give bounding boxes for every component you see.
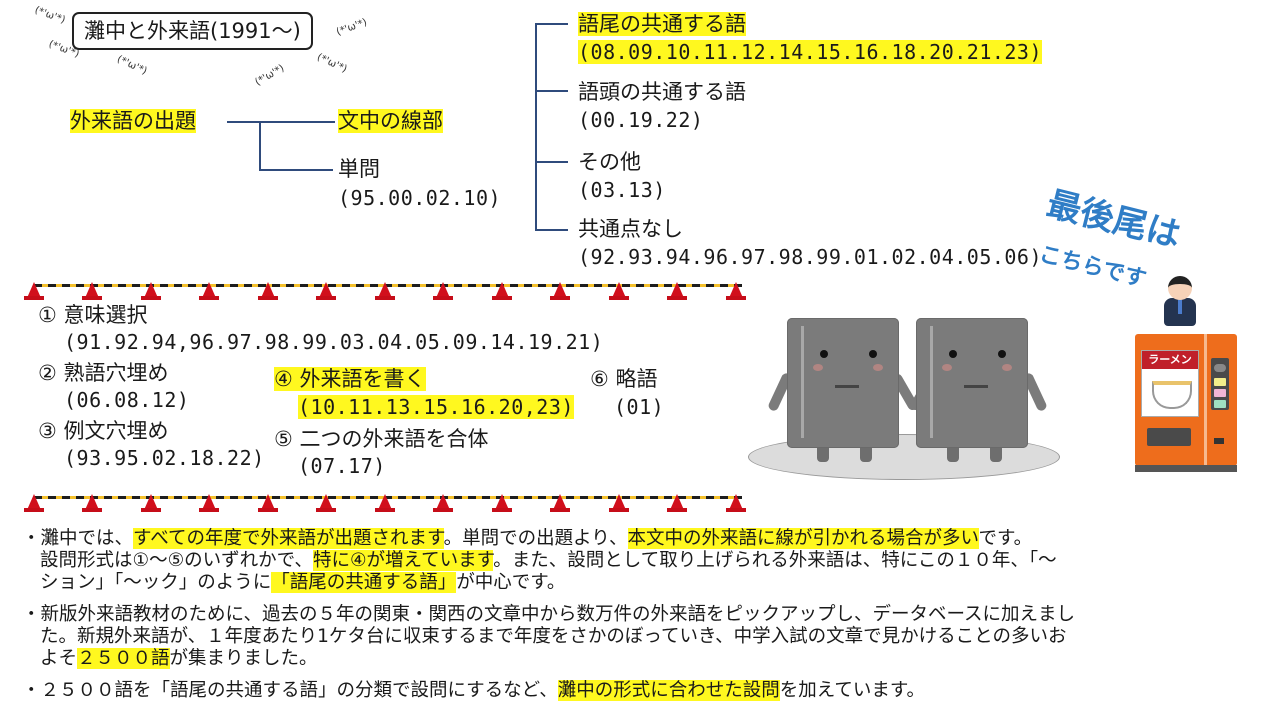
question-type-4: ④ 外来語を書く	[274, 367, 426, 391]
highlight: 本文中の外来語に線が引かれる場合が多い	[627, 528, 979, 549]
tree-connector	[227, 121, 335, 123]
category-suffix-years: (08.09.10.11.12.14.15.16.18.20.21.23)	[578, 40, 1043, 64]
category-other: その他	[578, 150, 641, 174]
cone-icon	[375, 282, 395, 300]
cone-icon	[550, 282, 570, 300]
highlight: すべての年度で外来語が出題されます	[133, 528, 444, 549]
kaomoji-decoration: (*'ω'*)	[33, 4, 67, 27]
cone-icon	[726, 494, 746, 512]
tree-branch-years: (95.00.02.10)	[338, 186, 502, 210]
cone-icon	[258, 282, 278, 300]
cone-icon	[316, 282, 336, 300]
tree-connector	[535, 90, 568, 92]
cone-icon	[24, 282, 44, 300]
coin-return	[1214, 438, 1224, 444]
vending-sign: ラーメン	[1142, 351, 1198, 369]
vending-panel: ラーメン	[1141, 350, 1199, 417]
cone-icon	[141, 494, 161, 512]
question-type-6: ⑥ 略語	[590, 367, 658, 391]
question-type-6-years: (01)	[614, 395, 665, 419]
highlight: ２５００語	[77, 648, 170, 669]
cone-icon	[24, 494, 44, 512]
highlight: 特に④が増えています	[312, 550, 494, 571]
note-paragraph-3: ・２５００語を「語尾の共通する語」の分類で設問にするなど、灘中の形式に合わせた設…	[22, 680, 926, 701]
vending-slot	[1147, 428, 1191, 446]
cone-divider-top	[24, 276, 748, 302]
ramen-bowl-icon	[1152, 381, 1192, 409]
question-type-4-years: (10.11.13.15.16.20,23)	[298, 395, 574, 419]
cone-icon	[375, 494, 395, 512]
ramen-vending-machine-icon: ラーメン	[1135, 334, 1237, 472]
question-type-2-years: (06.08.12)	[64, 388, 190, 412]
cone-icon	[316, 494, 336, 512]
category-prefix-years: (00.19.22)	[578, 108, 704, 132]
cone-icon	[82, 282, 102, 300]
cone-icon	[199, 282, 219, 300]
question-type-5: ⑤ 二つの外来語を合体	[274, 427, 489, 451]
tree-connector	[535, 23, 568, 25]
question-type-3: ③ 例文穴埋め	[38, 419, 169, 443]
cone-icon	[82, 494, 102, 512]
tree-connector	[535, 161, 568, 163]
cone-icon	[433, 494, 453, 512]
question-type-2: ② 熟語穴埋め	[38, 361, 169, 385]
book-character-icon	[787, 318, 899, 448]
cone-icon	[609, 494, 629, 512]
tree-connector	[535, 229, 568, 231]
cone-icon	[667, 282, 687, 300]
bowing-person-icon	[1160, 276, 1200, 328]
kaomoji-decoration: (*'ω'*)	[115, 53, 149, 78]
cone-icon	[726, 282, 746, 300]
cone-icon	[609, 282, 629, 300]
kaomoji-decoration: (*'ω'*)	[335, 16, 369, 39]
category-suffix: 語尾の共通する語	[578, 12, 746, 36]
cone-icon	[492, 282, 512, 300]
cone-icon	[492, 494, 512, 512]
cone-icon	[258, 494, 278, 512]
tree-branch-single-question: 単問	[338, 157, 380, 181]
highlight: 「語尾の共通する語」	[271, 572, 457, 593]
category-other-years: (03.13)	[578, 178, 666, 202]
note-paragraph-2: ・新版外来語教材のために、過去の５年の関東・関西の文章中から数万件の外来語をピッ…	[22, 604, 1076, 669]
book-character-icon	[916, 318, 1028, 448]
tree-connector	[259, 121, 261, 171]
cone-icon	[141, 282, 161, 300]
cone-icon	[199, 494, 219, 512]
cone-divider-bottom	[24, 488, 748, 514]
kaomoji-decoration: (*'ω'*)	[315, 51, 349, 76]
cone-icon	[550, 494, 570, 512]
category-prefix: 語頭の共通する語	[578, 80, 746, 104]
note-paragraph-1: ・灘中では、すべての年度で外来語が出題されます。単問での出題より、本文中の外来語…	[22, 528, 1057, 593]
question-type-1: ① 意味選択	[38, 303, 148, 327]
cone-icon	[433, 282, 453, 300]
vending-buttons	[1211, 358, 1229, 410]
tree-root-label: 外来語の出題	[70, 109, 196, 133]
title-box: 灘中と外来語(1991～)	[72, 12, 313, 50]
kaomoji-decoration: (*'ω'*)	[253, 62, 287, 89]
category-none: 共通点なし	[578, 217, 683, 241]
tree-connector	[535, 23, 537, 231]
question-type-5-years: (07.17)	[298, 454, 386, 478]
tree-branch-underline: 文中の線部	[338, 109, 443, 133]
page-title: 灘中と外来語(1991～)	[84, 19, 301, 43]
question-type-1-years: (91.92.94,96.97.98.99.03.04.05.09.14.19.…	[64, 330, 604, 354]
cone-icon	[667, 494, 687, 512]
category-none-years: (92.93.94.96.97.98.99.01.02.04.05.06)	[578, 245, 1043, 269]
highlight: 灘中の形式に合わせた設問	[557, 680, 780, 701]
question-type-3-years: (93.95.02.18.22)	[64, 446, 265, 470]
tree-root: 外来語の出題	[70, 106, 196, 136]
tree-connector	[259, 169, 333, 171]
